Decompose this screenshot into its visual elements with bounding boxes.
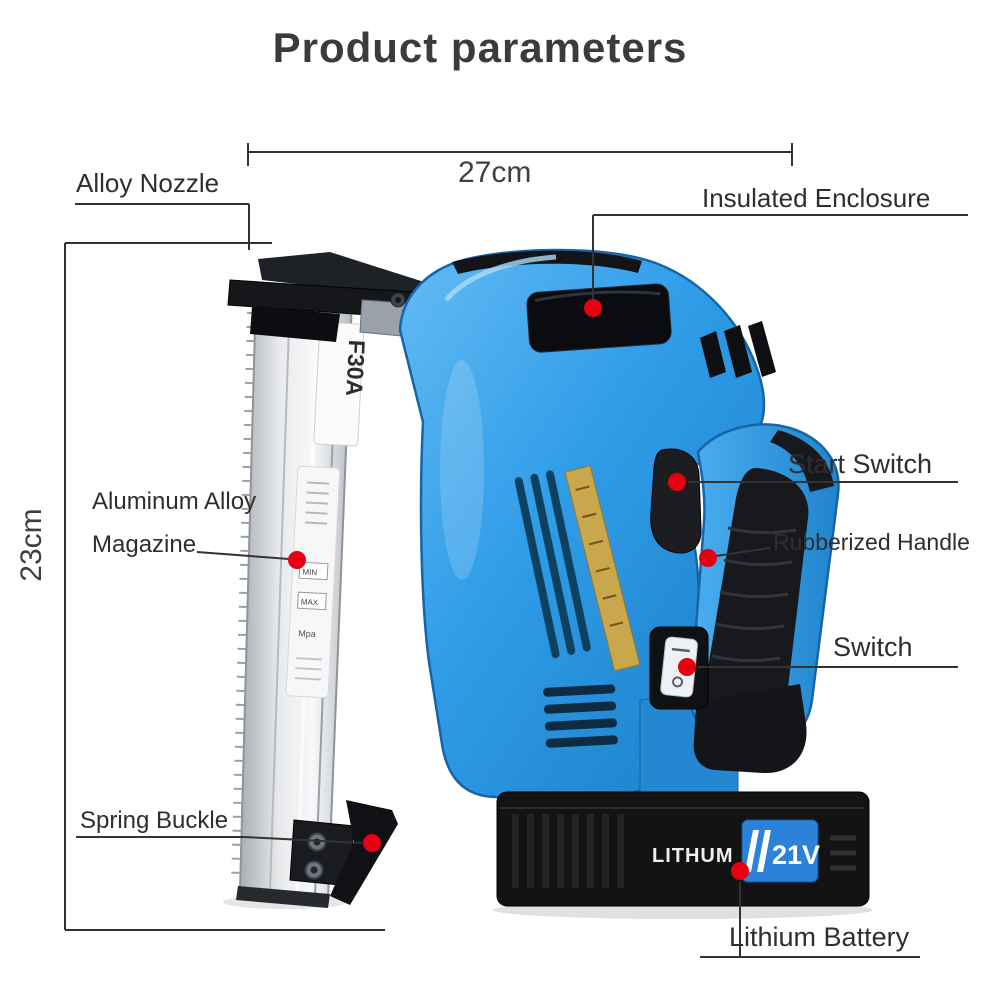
callout-dot-insulated-enclosure bbox=[584, 299, 602, 317]
callout-label-insulated-enclosure: Insulated Enclosure bbox=[702, 183, 931, 213]
battery-brand-label: LITHUM bbox=[652, 845, 734, 867]
dimension-lines bbox=[64, 143, 793, 931]
bottom-vents bbox=[543, 684, 618, 748]
callout-label-magazine-line1: Aluminum Alloy bbox=[92, 488, 257, 515]
spec-max-label: MAX bbox=[301, 597, 319, 607]
callout-label-rubberized-handle: Rubberized Handle bbox=[773, 529, 970, 555]
top-panel bbox=[526, 283, 672, 353]
spec-sticker: MIN MAX Mpa bbox=[285, 465, 341, 699]
callout-dot-start-switch bbox=[668, 473, 686, 491]
battery-pack: LITHUM 21V bbox=[496, 791, 870, 907]
handle bbox=[689, 423, 840, 774]
rubber-grip bbox=[705, 468, 809, 724]
callout-dots bbox=[288, 299, 749, 880]
trigger bbox=[650, 448, 702, 554]
model-sticker: F30A bbox=[313, 321, 370, 447]
callout-label-switch: Switch bbox=[833, 632, 913, 662]
callout-dot-rubberized-handle bbox=[699, 549, 717, 567]
callout-lines bbox=[75, 203, 968, 958]
spring-buckle bbox=[236, 800, 398, 908]
model-label: F30A bbox=[341, 339, 370, 397]
spec-unit-label: Mpa bbox=[298, 628, 316, 639]
battery-voltage-label: 21V bbox=[772, 840, 820, 870]
callout-label-alloy-nozzle: Alloy Nozzle bbox=[76, 168, 220, 198]
body-slats bbox=[700, 321, 776, 378]
spec-min-label: MIN bbox=[302, 567, 317, 577]
callout-dot-switch bbox=[678, 658, 696, 676]
callout-dot-spring-buckle bbox=[363, 834, 381, 852]
callout-label-magazine-line2: Magazine bbox=[92, 531, 197, 558]
callout-label-spring-buckle: Spring Buckle bbox=[80, 807, 229, 834]
callout-label-lithium-battery: Lithium Battery bbox=[729, 922, 910, 952]
height-dimension-label: 23cm bbox=[15, 508, 48, 582]
callout-dot-magazine bbox=[288, 551, 306, 569]
callout-dot-lithium-battery bbox=[731, 862, 749, 880]
callout-label-start-switch: Start Switch bbox=[788, 449, 933, 479]
gold-label-strip bbox=[564, 465, 641, 672]
width-dimension-label: 27cm bbox=[458, 156, 532, 189]
side-vents bbox=[514, 470, 591, 659]
page-title: Product parameters bbox=[272, 24, 688, 71]
